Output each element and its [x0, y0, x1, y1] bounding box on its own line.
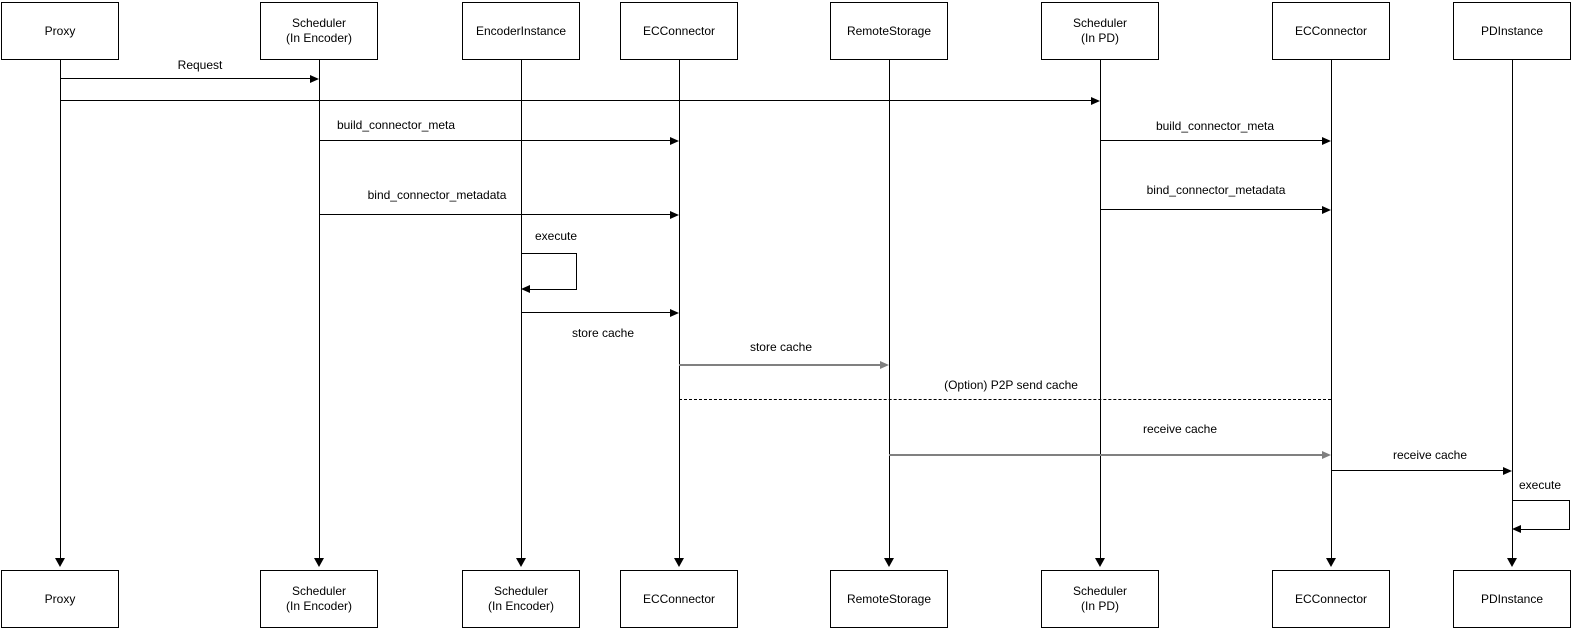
actor-label-bottom-remote-storage: RemoteStorage: [846, 591, 932, 606]
actor-box-top-ec-connector-pd: ECConnector: [1272, 2, 1390, 60]
message-line-request: [60, 78, 317, 79]
self-message-top-execute-pd: [1512, 500, 1570, 501]
message-line-build-connector-meta-encoder: [319, 140, 677, 141]
message-arrowhead-build-connector-meta-encoder: [670, 137, 679, 145]
message-label-store-cache-encoder-to-ec: store cache: [571, 326, 635, 340]
lifeline-arrowhead-scheduler-in-pd: [1095, 558, 1105, 567]
message-label-build-connector-meta-encoder: build_connector_meta: [336, 118, 456, 132]
lifeline-scheduler-in-encoder: [318, 60, 320, 560]
message-label-build-connector-meta-pd: build_connector_meta: [1155, 119, 1275, 133]
actor-box-top-scheduler-in-pd: Scheduler(In PD): [1041, 2, 1159, 60]
actor-label-top-scheduler-in-encoder: (In Encoder): [285, 31, 353, 45]
lifeline-proxy: [59, 60, 61, 560]
message-arrowhead-store-cache-to-remote: [880, 361, 889, 369]
actor-box-bottom-scheduler-in-encoder: Scheduler(In Encoder): [260, 570, 378, 628]
message-arrowhead-build-connector-meta-pd: [1322, 137, 1331, 145]
actor-label-bottom-pd-instance: PDInstance: [1480, 591, 1544, 606]
message-line-p2p-send-cache: [679, 399, 1331, 400]
lifeline-ec-connector-pd: [1330, 60, 1332, 560]
actor-label-bottom-scheduler-in-encoder: Scheduler: [291, 584, 347, 598]
message-line-store-cache-to-remote: [679, 364, 887, 366]
message-line-receive-cache-to-pd: [1331, 470, 1510, 471]
actor-box-top-proxy: Proxy: [1, 2, 119, 60]
message-label-receive-cache-to-pd: receive cache: [1392, 448, 1468, 462]
message-arrowhead-receive-cache-to-ec: [1322, 451, 1331, 459]
lifeline-arrowhead-remote-storage: [884, 558, 894, 567]
actor-box-bottom-proxy: Proxy: [1, 570, 119, 628]
actor-box-bottom-ec-connector: ECConnector: [620, 570, 738, 628]
message-line-proxy-to-scheduler-pd: [60, 100, 1098, 101]
message-line-receive-cache-to-ec: [889, 454, 1329, 456]
actor-box-bottom-encoder-instance: Scheduler(In Encoder): [462, 570, 580, 628]
actor-label-bottom-proxy: Proxy: [44, 591, 76, 606]
actor-label-top-scheduler-in-pd: Scheduler: [1072, 16, 1128, 30]
actor-box-top-pd-instance: PDInstance: [1453, 2, 1571, 60]
actor-label-top-pd-instance: PDInstance: [1480, 23, 1544, 38]
actor-label-bottom-ec-connector: ECConnector: [642, 591, 716, 606]
actor-label-bottom-scheduler-in-encoder: (In Encoder): [285, 599, 353, 613]
lifeline-arrowhead-proxy: [55, 558, 65, 567]
message-line-bind-connector-metadata-pd: [1100, 209, 1329, 210]
self-message-label-execute-pd: execute: [1518, 478, 1562, 492]
actor-label-top-ec-connector-pd: ECConnector: [1294, 23, 1368, 38]
message-arrowhead-receive-cache-to-pd: [1503, 467, 1512, 475]
message-label-receive-cache-to-ec: receive cache: [1142, 422, 1218, 436]
actor-label-top-scheduler-in-encoder: Scheduler: [291, 16, 347, 30]
lifeline-arrowhead-encoder-instance: [516, 558, 526, 567]
message-line-store-cache-encoder-to-ec: [521, 312, 677, 313]
lifeline-scheduler-in-pd: [1099, 60, 1101, 560]
actor-label-bottom-scheduler-in-pd: Scheduler: [1072, 584, 1128, 598]
message-label-bind-connector-metadata-pd: bind_connector_metadata: [1146, 183, 1286, 197]
self-message-arrowhead-execute-pd: [1512, 525, 1521, 533]
actor-box-bottom-remote-storage: RemoteStorage: [830, 570, 948, 628]
lifeline-arrowhead-scheduler-in-encoder: [314, 558, 324, 567]
lifeline-arrowhead-pd-instance: [1507, 558, 1517, 567]
actor-box-top-scheduler-in-encoder: Scheduler(In Encoder): [260, 2, 378, 60]
actor-label-top-scheduler-in-pd: (In PD): [1080, 31, 1119, 45]
self-message-label-execute-encoder: execute: [534, 229, 578, 243]
self-message-bottom-execute-pd: [1519, 529, 1570, 530]
lifeline-arrowhead-ec-connector-pd: [1326, 558, 1336, 567]
actor-label-bottom-scheduler-in-pd: (In PD): [1080, 599, 1119, 613]
message-arrowhead-store-cache-encoder-to-ec: [670, 309, 679, 317]
actor-box-bottom-scheduler-in-pd: Scheduler(In PD): [1041, 570, 1159, 628]
actor-label-top-ec-connector: ECConnector: [642, 23, 716, 38]
actor-box-top-encoder-instance: EncoderInstance: [462, 2, 580, 60]
message-label-bind-connector-metadata-encoder: bind_connector_metadata: [367, 188, 507, 202]
message-label-p2p-send-cache: (Option) P2P send cache: [944, 378, 1078, 392]
message-arrowhead-proxy-to-scheduler-pd: [1091, 97, 1100, 105]
message-label-request: Request: [177, 58, 223, 72]
actor-box-bottom-pd-instance: PDInstance: [1453, 570, 1571, 628]
message-arrowhead-request: [310, 75, 319, 83]
self-message-top-execute-encoder: [521, 253, 577, 254]
lifeline-encoder-instance: [520, 60, 522, 560]
actor-label-top-remote-storage: RemoteStorage: [846, 23, 932, 38]
actor-box-top-ec-connector: ECConnector: [620, 2, 738, 60]
message-arrowhead-bind-connector-metadata-encoder: [670, 211, 679, 219]
message-arrowhead-bind-connector-metadata-pd: [1322, 206, 1331, 214]
actor-box-top-remote-storage: RemoteStorage: [830, 2, 948, 60]
actor-label-bottom-encoder-instance: (In Encoder): [487, 599, 555, 613]
message-label-store-cache-to-remote: store cache: [749, 340, 813, 354]
lifeline-remote-storage: [888, 60, 890, 560]
actor-label-bottom-encoder-instance: Scheduler: [493, 584, 549, 598]
self-message-arrowhead-execute-encoder: [521, 285, 530, 293]
self-message-bottom-execute-encoder: [528, 289, 577, 290]
actor-label-top-encoder-instance: EncoderInstance: [475, 23, 567, 38]
lifeline-ec-connector: [678, 60, 680, 560]
lifeline-pd-instance: [1511, 60, 1513, 560]
message-line-build-connector-meta-pd: [1100, 140, 1329, 141]
actor-label-bottom-ec-connector-pd: ECConnector: [1294, 591, 1368, 606]
self-message-right-execute-pd: [1569, 500, 1570, 529]
actor-label-top-proxy: Proxy: [44, 23, 76, 38]
message-line-bind-connector-metadata-encoder: [319, 214, 677, 215]
lifeline-arrowhead-ec-connector: [674, 558, 684, 567]
actor-box-bottom-ec-connector-pd: ECConnector: [1272, 570, 1390, 628]
self-message-right-execute-encoder: [576, 253, 577, 289]
